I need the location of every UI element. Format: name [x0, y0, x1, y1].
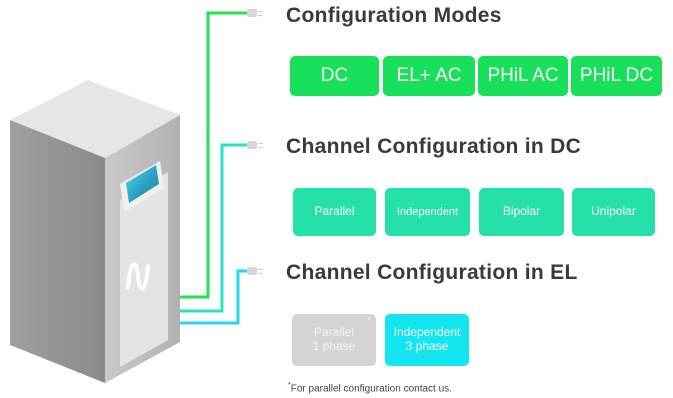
plug-prong: [258, 15, 263, 16]
el-independent-label: Independent: [393, 325, 461, 340]
plug-icon: [247, 267, 257, 275]
plug-icon: [247, 9, 257, 17]
plug-prong: [258, 269, 263, 270]
wave-logo-icon: [126, 262, 150, 291]
connector-line-dc: [178, 143, 248, 313]
mode-phil-ac-button[interactable]: PHiL AC: [478, 56, 568, 96]
el-parallel-phase-label: 1 phase: [312, 339, 356, 353]
power-cabinet-illustration: [10, 80, 180, 383]
plug-prong: [258, 147, 263, 148]
mode-phil-dc-button[interactable]: PHiL DC: [571, 56, 662, 96]
title-channel-configuration-el: Channel Configuration in EL: [286, 261, 578, 284]
connector-line-modes: [178, 11, 248, 299]
plug-prong: [258, 273, 263, 274]
dc-unipolar-button[interactable]: Unipolar: [572, 188, 655, 236]
dc-parallel-button[interactable]: Parallel: [293, 188, 376, 236]
title-configuration-modes: Configuration Modes: [286, 4, 502, 27]
mode-el-ac-button[interactable]: EL+ AC: [383, 56, 475, 96]
dc-independent-button[interactable]: Independent: [385, 188, 470, 236]
el-independent-3phase-button[interactable]: Independent 3 phase: [385, 314, 469, 366]
mode-dc-button[interactable]: DC: [290, 56, 379, 96]
plug-icon: [247, 141, 257, 149]
footnote-text: For parallel configuration contact us.: [290, 383, 452, 395]
el-independent-phase-label: 3 phase: [405, 339, 449, 353]
dc-bipolar-button[interactable]: Bipolar: [479, 188, 564, 236]
asterisk-marker: *: [367, 315, 371, 325]
el-parallel-label: Parallel: [313, 325, 355, 340]
footnote-asterisk: *: [288, 382, 291, 389]
plug-prong: [258, 143, 263, 144]
title-channel-configuration-dc: Channel Configuration in DC: [286, 135, 582, 158]
el-parallel-1phase-button: Parallel 1 phase *: [292, 314, 376, 366]
plug-prong: [258, 11, 263, 12]
footnote: *For parallel configuration contact us.: [288, 382, 452, 394]
connector-line-el: [178, 269, 248, 325]
